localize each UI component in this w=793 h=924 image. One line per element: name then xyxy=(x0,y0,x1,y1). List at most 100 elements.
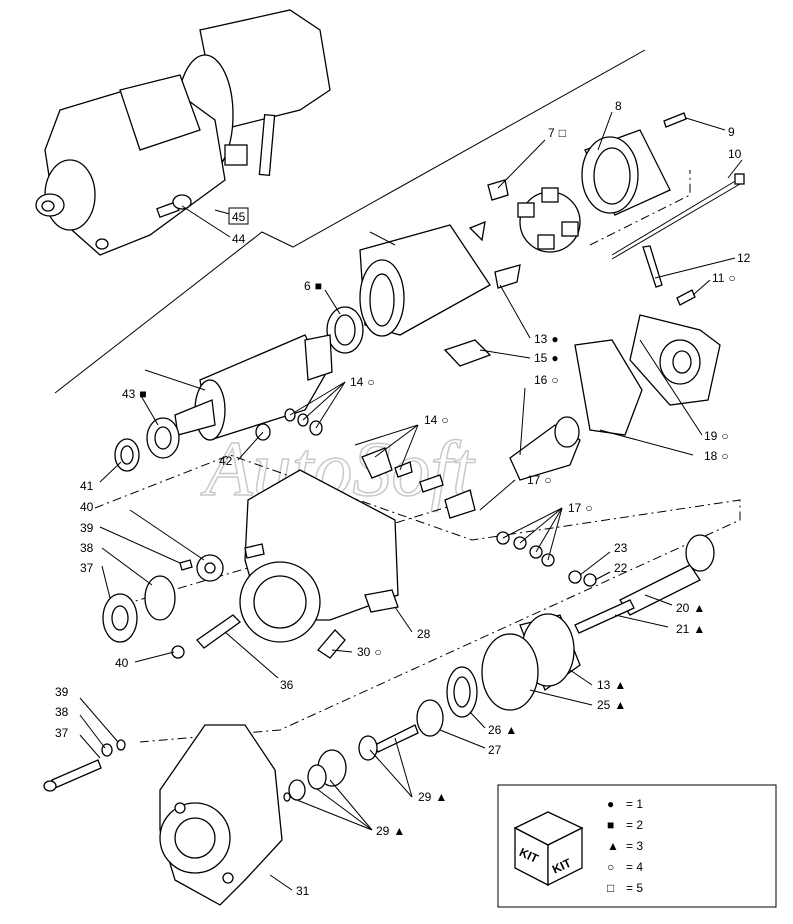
callout-42: 42 xyxy=(219,454,233,468)
open-circle-symbol: ○ xyxy=(721,429,728,443)
leader-17b-3 xyxy=(535,507,563,553)
leader-26 xyxy=(469,711,486,729)
legend-value-2: = 2 xyxy=(626,818,643,832)
callout-number: 12 xyxy=(737,251,751,265)
leader-21 xyxy=(614,614,669,628)
callout-39-lower: 39 xyxy=(55,685,69,699)
filled-circle-symbol: ● xyxy=(551,332,558,346)
terminal-stud xyxy=(258,113,276,177)
bolt-37-head xyxy=(43,780,57,792)
leader-8 xyxy=(597,111,613,151)
leader-23 xyxy=(579,551,611,576)
callout-40-upper: 40 xyxy=(80,500,94,514)
solenoid-bore xyxy=(369,273,395,327)
leader-12 xyxy=(654,257,736,279)
leader-39b xyxy=(79,697,119,743)
callout-number: 13 xyxy=(597,678,611,692)
screw-11 xyxy=(676,289,696,306)
open-circle-symbol: ○ xyxy=(441,413,448,427)
washer-29b xyxy=(307,764,327,790)
brush-1 xyxy=(517,202,535,218)
end-cover-8-hole xyxy=(593,147,631,205)
callout-number: 17 xyxy=(568,501,582,515)
commutator xyxy=(304,334,333,381)
brush-4 xyxy=(561,221,579,237)
callout-13-solenoid: 13● xyxy=(534,332,559,346)
open-circle-symbol: ○ xyxy=(721,449,728,463)
bolt-37-lower xyxy=(43,739,126,792)
callout-number: 38 xyxy=(55,705,69,719)
callout-43: 43■ xyxy=(122,387,147,401)
leader-29a-2 xyxy=(394,737,413,798)
part-15-lug xyxy=(443,339,492,367)
callout-17-upper: 17○ xyxy=(527,473,552,487)
callout-37-upper: 37 xyxy=(80,561,94,575)
leader-7 xyxy=(497,139,546,189)
filled-square-symbol: ■ xyxy=(139,387,146,401)
callout-number: 30 xyxy=(357,645,371,659)
legend-entries: ●= 1■= 2▲= 3○= 4□= 5 xyxy=(607,797,643,895)
callout-number: 43 xyxy=(122,387,136,401)
legend-symbol-1: ● xyxy=(607,797,614,811)
pinion-20 xyxy=(685,534,715,572)
collar-38 xyxy=(144,575,176,621)
leader-40a xyxy=(129,509,205,561)
legend-value-1: = 1 xyxy=(626,797,643,811)
callout-number: 39 xyxy=(80,521,94,535)
bracket-17 xyxy=(444,489,476,519)
gasket-18 xyxy=(574,339,643,436)
washer-29c xyxy=(288,779,306,801)
hardware-14 xyxy=(255,408,476,519)
bearing-43-inner xyxy=(154,426,172,450)
leader-28 xyxy=(394,606,413,633)
kit-legend: KIT KIT ●= 1■= 2▲= 3○= 4□= 5 xyxy=(497,784,777,908)
pin-39 xyxy=(179,559,193,571)
legend-symbol-5: □ xyxy=(607,881,614,895)
callout-28: 28 xyxy=(417,627,431,641)
callout-25: 25▲ xyxy=(597,698,626,712)
section-divider-line xyxy=(54,49,646,394)
leader-lines xyxy=(79,111,743,891)
leader-42 xyxy=(237,431,264,461)
open-square-symbol: □ xyxy=(559,126,566,140)
part-7-clip xyxy=(487,179,509,201)
bolt-37-shank xyxy=(51,759,102,789)
filled-triangle-symbol: ▲ xyxy=(505,723,517,737)
filled-triangle-symbol: ▲ xyxy=(614,678,626,692)
housing-31-hole-a xyxy=(174,802,186,814)
part-28 xyxy=(364,589,399,613)
leader-14a-3 xyxy=(315,381,346,429)
spring-36 xyxy=(196,614,241,649)
callout-number: 18 xyxy=(704,449,718,463)
callout-number: 25 xyxy=(597,698,611,712)
callout-number: 29 xyxy=(376,824,390,838)
bolt-head xyxy=(172,194,192,210)
callout-number: 13 xyxy=(534,332,548,346)
solenoid-body xyxy=(119,74,201,151)
leader-29a-1 xyxy=(369,749,413,798)
callout-number: 37 xyxy=(55,726,69,740)
leader-16 xyxy=(519,387,526,456)
leader-11 xyxy=(692,279,711,296)
callout-15: 15● xyxy=(534,351,559,365)
housing-pin xyxy=(244,543,265,559)
callout-20: 20▲ xyxy=(676,601,705,615)
callout-18: 18○ xyxy=(704,449,729,463)
leader-38b xyxy=(79,714,106,749)
kit-box-right xyxy=(547,826,583,887)
legend-symbol-2: ■ xyxy=(607,818,614,832)
leader-27 xyxy=(439,729,486,749)
callout-number: 36 xyxy=(280,678,294,692)
kit-box-icon: KIT KIT xyxy=(513,811,584,887)
leader-15 xyxy=(479,349,531,359)
cover-19-hole xyxy=(672,350,692,374)
callout-number: 14 xyxy=(350,375,364,389)
leader-17b-2 xyxy=(519,507,563,544)
callout-40-lower: 40 xyxy=(115,656,129,670)
callout-number: 15 xyxy=(534,351,548,365)
callout-29-lower: 29▲ xyxy=(376,824,405,838)
through-bolt-10 xyxy=(611,176,743,256)
brush-2 xyxy=(541,187,559,203)
screw-14 xyxy=(394,461,413,478)
leader-14a-2 xyxy=(302,381,346,421)
